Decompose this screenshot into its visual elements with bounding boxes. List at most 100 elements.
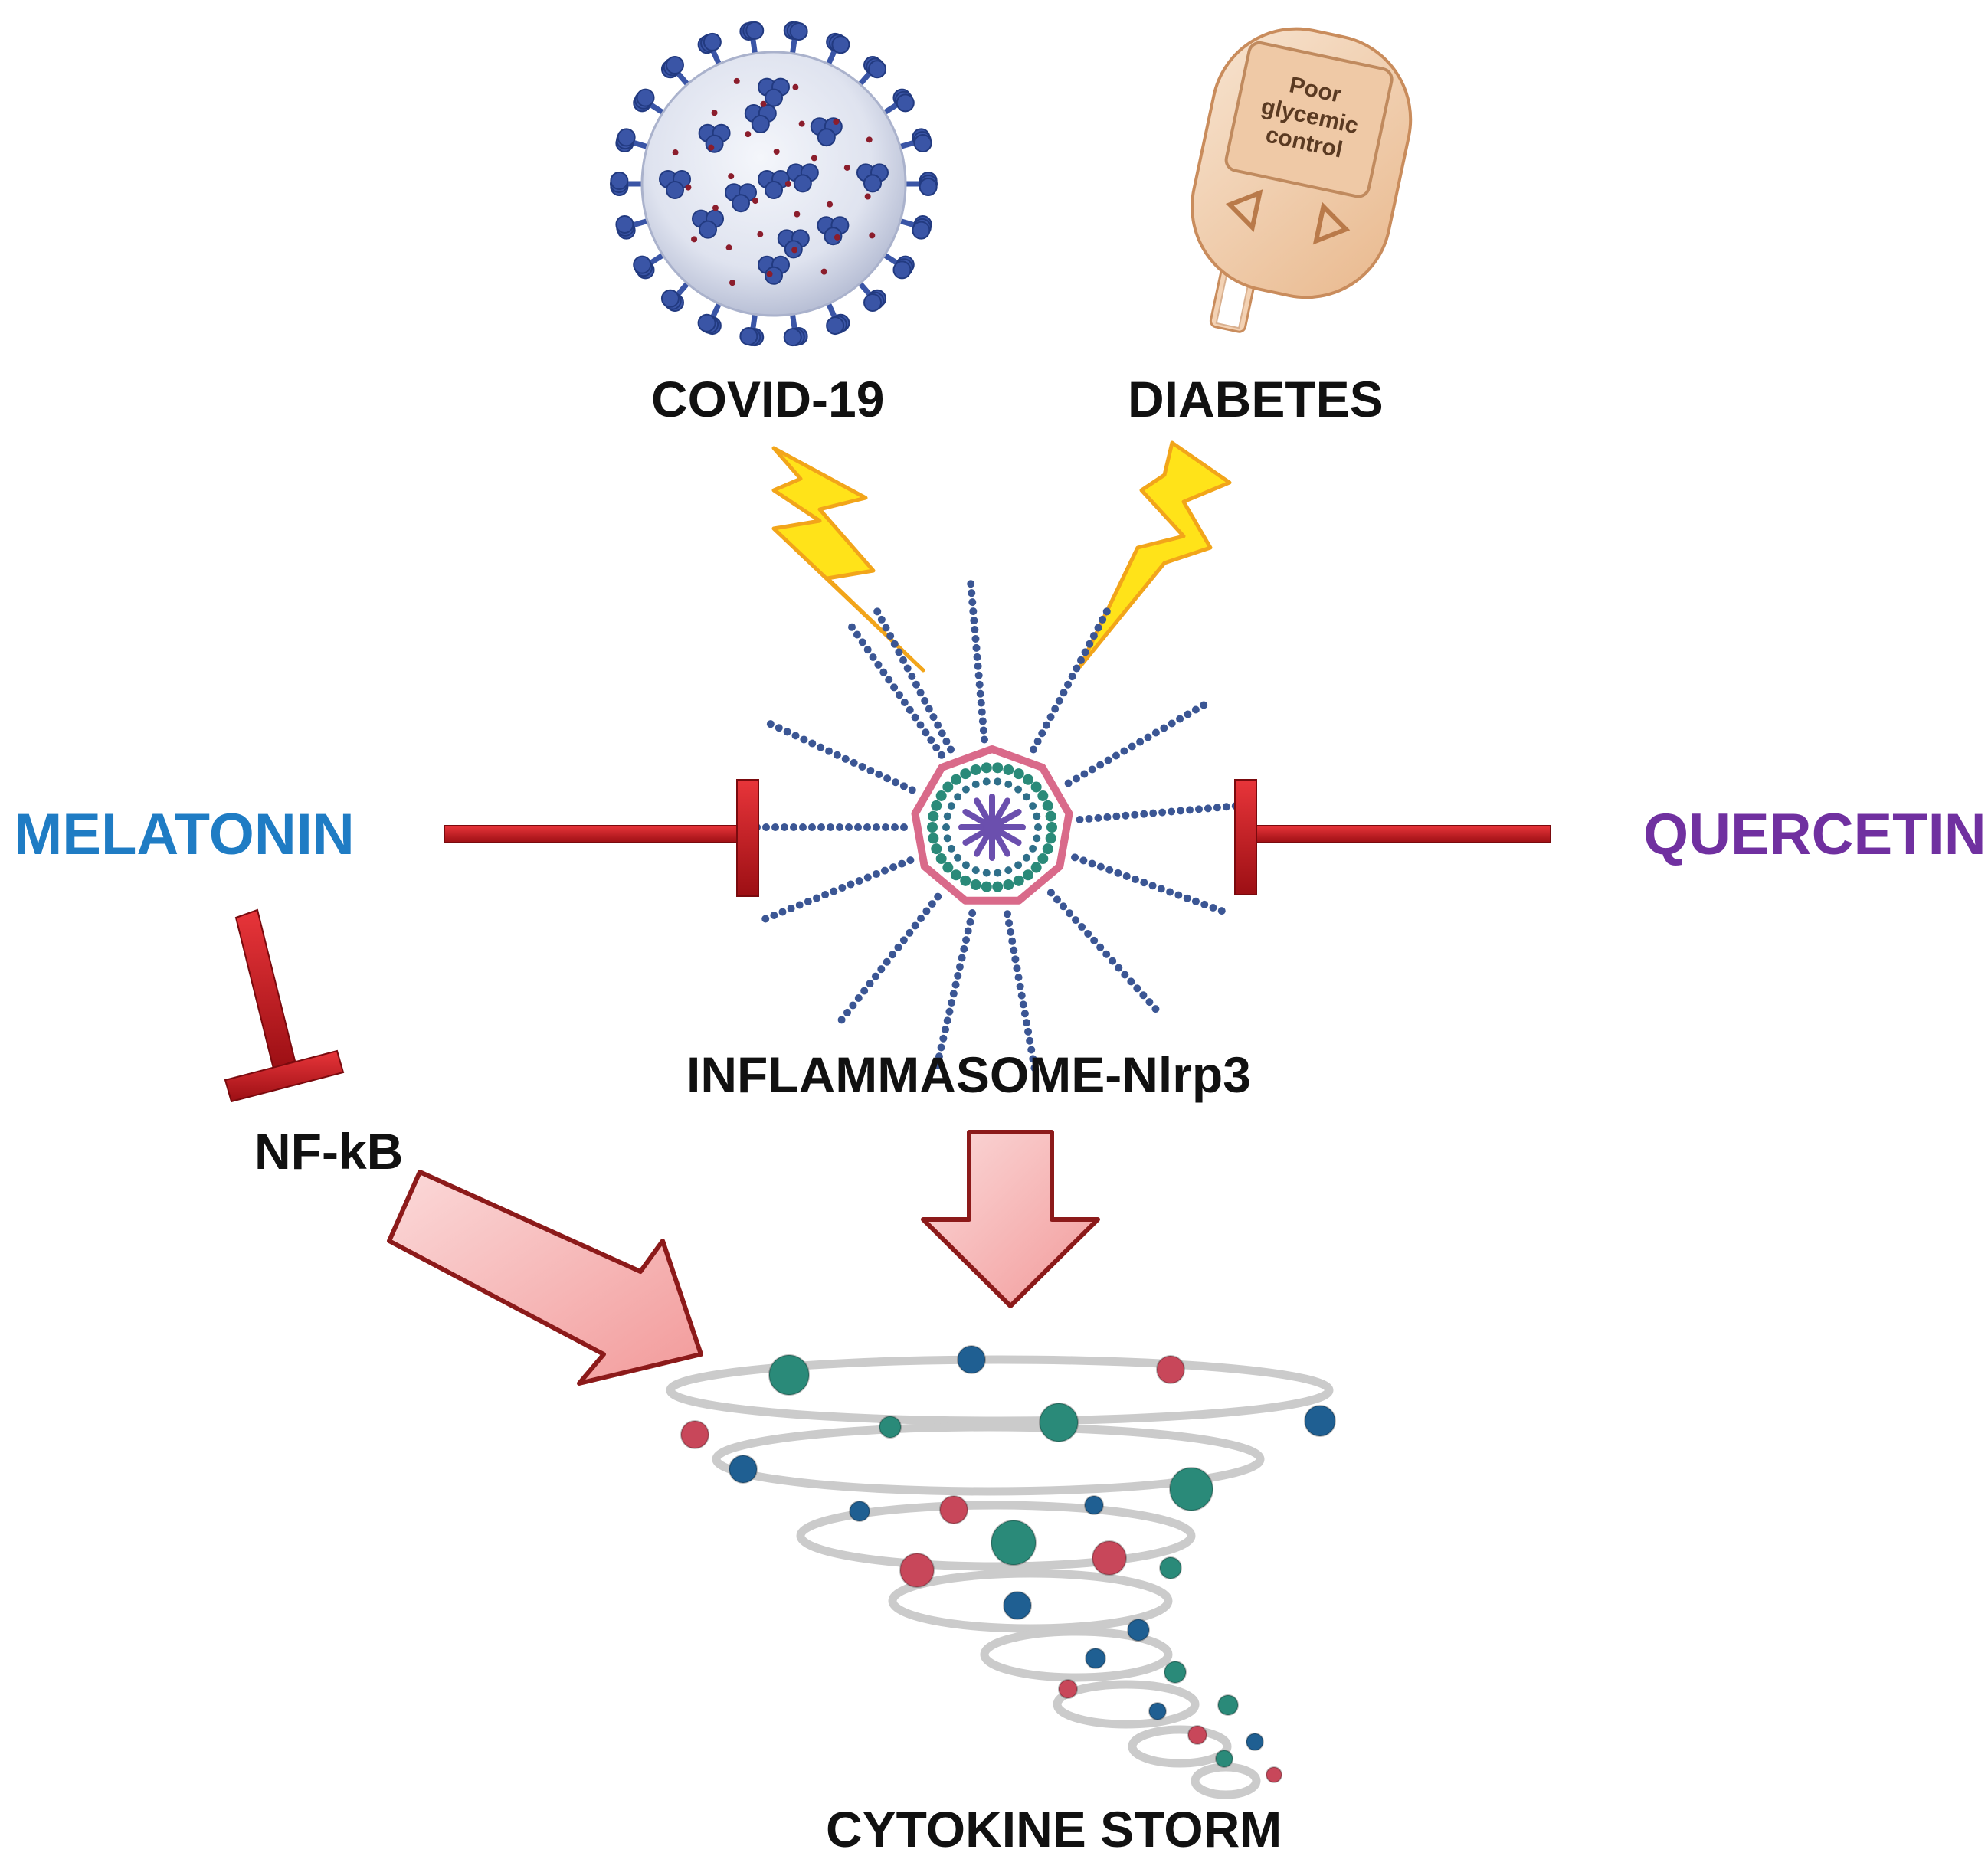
inflammasome-bead <box>1030 781 1042 793</box>
inflammasome-bead <box>927 822 938 833</box>
inflammasome-bead <box>994 777 1002 786</box>
inflammasome-bead <box>931 800 942 811</box>
virus-spike <box>855 56 887 90</box>
virus-spike <box>879 88 915 117</box>
inflammasome-ray <box>1046 889 1160 1013</box>
label-diabetes: DIABETES <box>1128 371 1384 427</box>
virus-spike <box>783 309 808 347</box>
virus-rna-dot <box>760 100 767 107</box>
cytokine-dot <box>768 1354 810 1396</box>
inflammasome-bead <box>942 781 954 793</box>
virus-spike <box>879 250 915 280</box>
glucose-meter-icon: Poor glycemic control <box>1191 27 1413 333</box>
inflammasome-bead <box>1004 866 1013 875</box>
cytokine-dot <box>1003 1591 1032 1620</box>
virus-spike <box>697 32 723 69</box>
inflammasome-bead <box>982 777 991 786</box>
virus-spike <box>783 21 808 58</box>
inflammasome-bead <box>1034 823 1042 831</box>
inflammasome-bead <box>970 764 981 775</box>
cytokine-dot <box>680 1420 709 1449</box>
tornado-ring <box>796 1501 1196 1571</box>
virus-surface-protein <box>786 163 819 193</box>
block-arrow-nfkb-to-storm <box>387 1170 703 1386</box>
inhibition-bar-melatonin-nfkb <box>224 908 345 1103</box>
virus-rna-dot <box>834 234 840 241</box>
virus-rna-dot <box>757 231 764 237</box>
inflammasome-bead <box>960 768 971 780</box>
inflammasome-bead <box>1046 822 1057 833</box>
inflammasome-ray <box>766 720 916 794</box>
virus-spike <box>610 172 646 196</box>
virus-rna-dot <box>685 184 692 191</box>
inflammasome-ray <box>873 607 955 754</box>
virus-rna-dot <box>745 131 752 138</box>
label-quercetin: QUERCETIN <box>1643 802 1986 867</box>
lightning-icon-right <box>1078 440 1232 669</box>
cytokine-dot <box>1127 1619 1150 1642</box>
label-cytokine-storm: CYTOKINE STORM <box>826 1801 1282 1858</box>
inflammasome-bead <box>1029 802 1037 810</box>
cytokine-dot <box>1148 1702 1167 1720</box>
inflammasome-bead <box>1014 861 1023 869</box>
virus-rna-dot <box>752 198 758 205</box>
inflammasome-bead <box>947 802 955 810</box>
virus-rna-dot <box>784 181 791 187</box>
virus-rna-dot <box>728 173 735 180</box>
inflammasome-bead <box>971 780 980 788</box>
inflammasome-bead <box>1045 810 1056 822</box>
inflammasome-bead <box>935 853 947 865</box>
inflammasome-bead <box>943 812 951 820</box>
virus-rna-dot <box>708 144 715 151</box>
virus-spike <box>855 278 887 312</box>
inflammasome-bead <box>1045 833 1056 844</box>
virus-rna-dot <box>792 83 799 90</box>
inflammasome-ray <box>744 823 908 831</box>
inflammasome-bead <box>935 790 947 801</box>
label-covid-19: COVID-19 <box>651 371 885 427</box>
block-arrow-inflammasome-to-storm <box>921 1130 1100 1308</box>
inflammasome-bead <box>1004 780 1013 788</box>
cytokine-dot <box>1304 1405 1336 1437</box>
inflammasome-bead <box>982 869 991 877</box>
inflammasome-bead <box>954 853 962 862</box>
inflammasome-bead <box>1022 853 1030 862</box>
virus-rna-dot <box>794 211 801 218</box>
inflammasome-bead <box>992 881 1004 892</box>
inflammasome-icon <box>744 580 1240 1072</box>
virus-rna-dot <box>766 270 773 277</box>
inflammasome-bead <box>942 862 954 873</box>
virus-surface-protein <box>659 170 691 199</box>
virus-rna-dot <box>725 244 732 251</box>
inflammasome-bead <box>992 762 1004 774</box>
inflammasome-bead <box>1022 793 1030 801</box>
virus-spike <box>660 56 693 90</box>
tornado-ring <box>1053 1680 1200 1729</box>
virus-rna-dot <box>843 164 850 171</box>
virus-surface-protein <box>744 104 777 133</box>
inhibition-bar-melatonin-inflammasome <box>444 779 759 897</box>
cytokine-dot <box>1039 1403 1079 1442</box>
cytokine-dot <box>1246 1733 1264 1751</box>
virus-surface-protein <box>758 170 790 199</box>
meter-right-button-icon <box>1312 201 1351 245</box>
inflammasome-bead <box>1042 843 1053 855</box>
virus-rna-dot <box>729 280 735 286</box>
virus-spike <box>824 299 850 336</box>
tornado-ring <box>712 1422 1265 1496</box>
virus-surface-protein <box>725 183 757 213</box>
cytokine-dot <box>957 1345 986 1374</box>
inflammasome-ray <box>837 892 942 1024</box>
inflammasome-ray <box>1071 853 1226 915</box>
cytokine-dot <box>1159 1556 1182 1579</box>
inflammasome-bead <box>943 834 951 843</box>
cytokine-dot <box>1266 1766 1282 1783</box>
virus-surface-protein <box>777 229 810 259</box>
tornado-icon <box>666 1345 1336 1799</box>
virus-spike <box>902 172 938 196</box>
virus-rna-dot <box>864 193 871 200</box>
inflammasome-ray <box>848 623 946 759</box>
inflammasome-ray <box>1029 607 1111 754</box>
virus-rna-dot <box>691 236 698 243</box>
